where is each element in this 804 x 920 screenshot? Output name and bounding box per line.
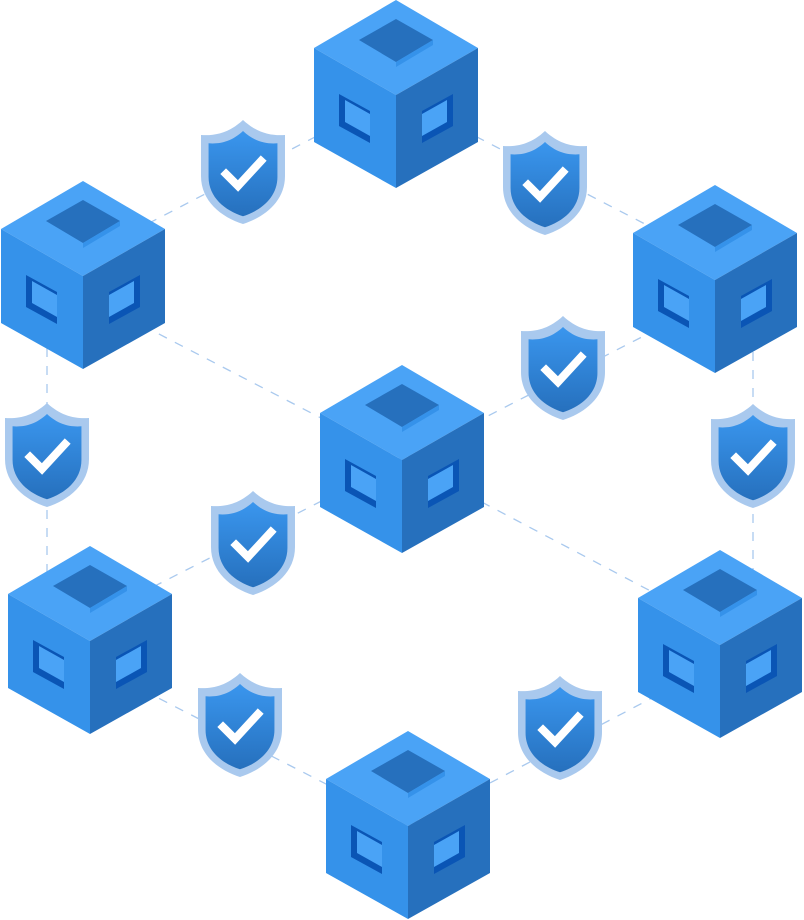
cube-window-glass [116, 646, 141, 682]
shield-inner [510, 142, 580, 228]
cube-inset-edge [402, 405, 439, 432]
cube-inset-edge [720, 590, 757, 617]
check-icon [220, 155, 267, 192]
shield-inner [525, 687, 595, 773]
cube-window-glass [746, 650, 771, 686]
shield-check-icon [518, 676, 602, 780]
check-icon [24, 438, 71, 475]
cube-window-glass [434, 831, 459, 867]
cube-block-icon [314, 0, 478, 188]
shield-check-icon [5, 403, 89, 507]
check-icon [522, 166, 569, 203]
cube-window-glass [428, 465, 453, 501]
cube-block-icon [1, 181, 165, 369]
cube-top-inset [365, 384, 439, 427]
cube-top-inset [53, 565, 127, 608]
cube-block-icon [320, 365, 484, 553]
cube-window-glass [422, 100, 447, 136]
check-icon [217, 708, 264, 745]
cube-top-inset [46, 200, 120, 243]
shield-inner [528, 327, 598, 413]
security-shields [5, 120, 795, 780]
shield-check-icon [198, 673, 282, 777]
cube-top-inset [371, 750, 445, 793]
check-icon [537, 711, 584, 748]
shield-inner [12, 414, 82, 500]
cube-top-inset [678, 204, 752, 247]
cube-window-glass [664, 285, 689, 321]
shield-check-icon [711, 404, 795, 508]
cube-inset-edge [715, 225, 752, 252]
cube-inset-edge [90, 586, 127, 613]
cube-inset-edge [396, 40, 433, 67]
cube-window-glass [39, 646, 64, 682]
shield-check-icon [503, 131, 587, 235]
cube-window-glass [669, 650, 694, 686]
cube-block-icon [633, 185, 797, 373]
shield-inner [718, 415, 788, 501]
shield-check-icon [201, 120, 285, 224]
cube-inset-edge [83, 221, 120, 248]
shield-inner [218, 502, 288, 588]
cube-window-glass [345, 100, 370, 136]
cube-block-icon [326, 731, 490, 919]
cube-window-glass [351, 465, 376, 501]
cube-block-icon [638, 550, 802, 738]
cube-window-glass [741, 285, 766, 321]
shield-inner [205, 684, 275, 770]
check-icon [230, 526, 277, 563]
cube-top-inset [683, 569, 757, 612]
shield-check-icon [521, 316, 605, 420]
cube-block-icon [8, 546, 172, 734]
cube-window-glass [32, 281, 57, 317]
check-icon [540, 351, 587, 388]
cube-window-glass [357, 831, 382, 867]
cube-inset-edge [408, 771, 445, 798]
cube-top-inset [359, 19, 433, 62]
cube-window-glass [109, 281, 134, 317]
shield-check-icon [211, 491, 295, 595]
shield-inner [208, 131, 278, 217]
link-line [46, 275, 403, 461]
check-icon [730, 439, 777, 476]
